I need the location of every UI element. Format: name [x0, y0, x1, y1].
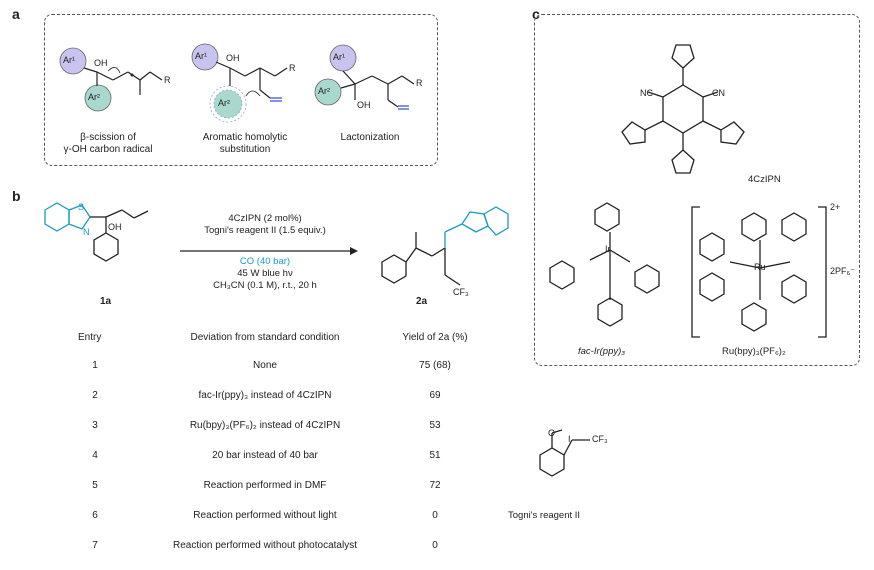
panel-label-a: a [12, 6, 20, 22]
header-deviation: Deviation from standard condition [190, 332, 340, 343]
table-cell-yield: 75 (68) [419, 360, 451, 371]
table-cell-entry: 1 [92, 360, 98, 371]
nc-label: NC [640, 88, 653, 98]
label-1a: 1a [100, 296, 112, 307]
oh-label-2: OH [226, 53, 240, 63]
panel-label-b: b [12, 188, 21, 204]
table-cell-yield: 51 [429, 450, 441, 461]
r-label-1: R [164, 75, 171, 85]
header-entry: Entry [78, 332, 102, 343]
oh-label-3: OH [357, 100, 371, 110]
cat-ir-label: fac-Ir(ppy)₃ [578, 346, 626, 357]
cn-label: CN [712, 88, 725, 98]
ar1-label-3: Ar¹ [333, 52, 345, 62]
togni-i: I [568, 434, 571, 444]
table-cell-deviation: Reaction performed without photocatalyst [173, 540, 357, 551]
cf3-2a: CF₃ [453, 287, 469, 297]
table-cell-entry: 4 [92, 450, 98, 461]
ar2-label-2: Ar² [218, 98, 230, 108]
table-cell-yield: 72 [429, 480, 441, 491]
ar2-label-3: Ar² [318, 86, 330, 96]
ar2-label-1: Ar² [88, 92, 100, 102]
charge-label: 2+ [830, 202, 841, 212]
caption-lactonization: Lactonization [340, 132, 400, 143]
togni-cf3: CF₃ [592, 434, 608, 444]
counterion-label: 2PF₆⁻ [830, 266, 855, 276]
table-cell-deviation: 20 bar instead of 40 bar [212, 450, 318, 461]
n-atom-1a: N [83, 227, 90, 237]
oh-1a: OH [108, 222, 122, 232]
ru-atom: Ru [754, 262, 766, 272]
panel-a-box [44, 14, 438, 166]
table-cell-entry: 2 [92, 390, 98, 401]
table-cell-entry: 6 [92, 510, 98, 521]
panel-c-box [534, 14, 860, 366]
cat-ru-label: Ru(bpy)₃(PF₆)₂ [722, 346, 786, 357]
table-cell-deviation: Reaction performed without light [193, 510, 337, 521]
table-cell-yield: 0 [432, 540, 438, 551]
label-2a: 2a [416, 296, 428, 307]
togni-label: Togni's reagent II [508, 510, 581, 521]
togni-o: O [548, 428, 556, 438]
table-cell-deviation: None [253, 360, 277, 371]
table-cell-deviation: Reaction performed in DMF [203, 480, 327, 491]
table-cell-yield: 53 [429, 420, 441, 431]
header-yield: Yield of 2a (%) [402, 332, 468, 343]
s-atom-1a: S [78, 202, 85, 212]
oh-label-1: OH [94, 58, 108, 68]
conditions-top: 4CzIPN (2 mol%) Togni's reagent II (1.5 … [204, 213, 326, 236]
table-cell-deviation: Ru(bpy)₃(PF₆)₂ instead of 4CzIPN [189, 420, 341, 431]
ir-atom: Ir [605, 244, 611, 254]
table-cell-entry: 3 [92, 420, 98, 431]
table-cell-entry: 7 [92, 540, 98, 551]
r-label-2: R [289, 63, 296, 73]
table-cell-entry: 5 [92, 480, 98, 491]
panel-label-c: c [532, 6, 540, 22]
ar1-label-2: Ar¹ [195, 51, 207, 61]
table-cell-deviation: fac-Ir(ppy)₃ instead of 4CzIPN [198, 390, 332, 401]
cat-4czipn-label: 4CzIPN [748, 174, 781, 185]
table-cell-yield: 0 [432, 510, 438, 521]
table-cell-yield: 69 [429, 390, 441, 401]
r-label-3: R [416, 78, 423, 88]
conditions-bottom: CO (40 bar) 45 W blue hν CH₃CN (0.1 M), … [213, 256, 317, 291]
ar1-label-1: Ar¹ [63, 55, 75, 65]
